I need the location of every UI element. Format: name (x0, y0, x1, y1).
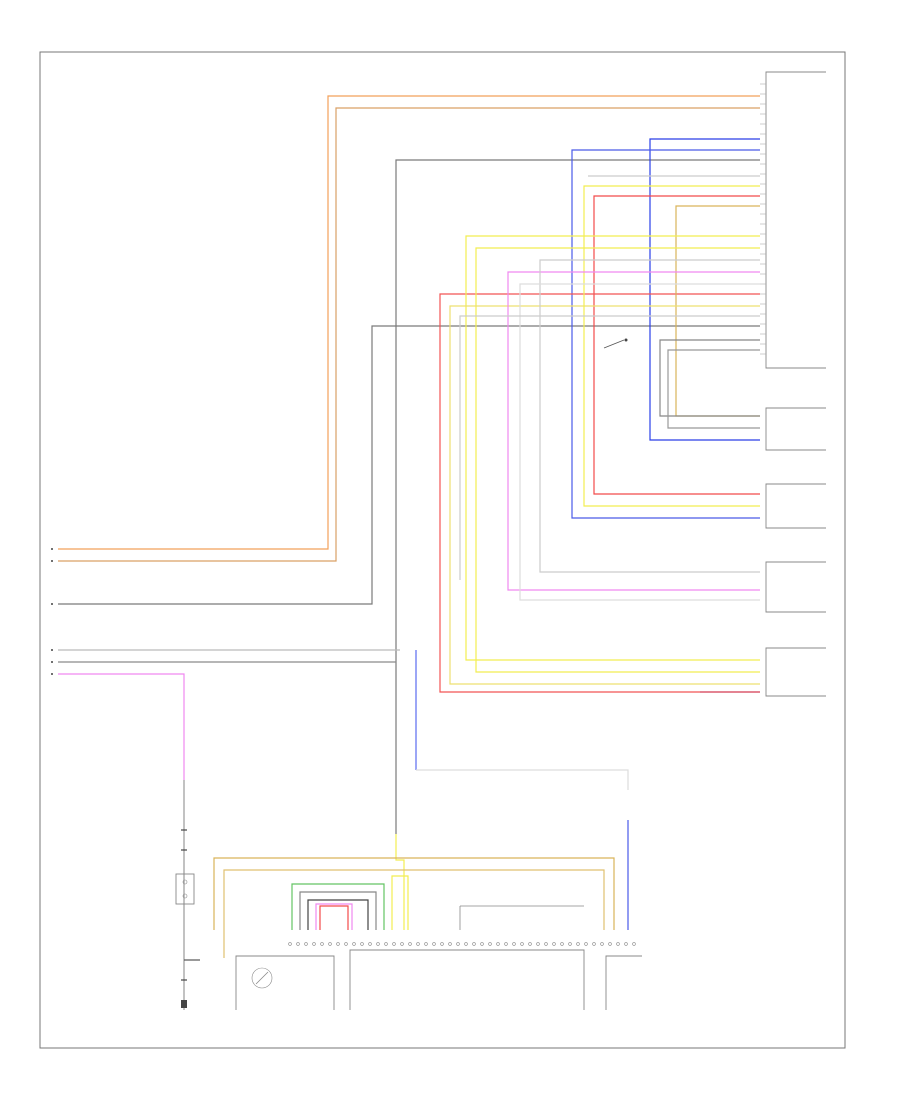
connector-pin (624, 942, 628, 946)
wire-light-1 (539, 259, 760, 573)
connector-pin (288, 942, 292, 946)
wire-gray-6 (299, 891, 377, 930)
left-rear-window-motor-connector (765, 561, 826, 613)
right-front-mirror-module (605, 955, 642, 1010)
connector-pin (456, 942, 460, 946)
wire-yellow-2 (475, 247, 760, 673)
connector-pin (488, 942, 492, 946)
connector-pin (472, 942, 476, 946)
wire-red-3 (319, 905, 349, 930)
wire-light-2 (519, 283, 760, 601)
connector-pin (440, 942, 444, 946)
connector-pin (536, 942, 540, 946)
connector-pin (592, 942, 596, 946)
wire-break-marks (181, 829, 187, 1008)
bottom-connector-pins (288, 942, 636, 946)
connector-pin (504, 942, 508, 946)
wire-yellow-1 (465, 235, 760, 661)
wire-gray-5 (667, 349, 760, 429)
wire-light-3 (459, 315, 760, 580)
connector-pin (312, 942, 316, 946)
wire-brown-1 (58, 107, 760, 562)
connector-pin (360, 942, 364, 946)
connector-pin (584, 942, 588, 946)
ccm-pin-ticks (760, 83, 766, 355)
wire-pink-3 (315, 903, 353, 930)
connector-pin (344, 942, 348, 946)
wire-red-1 (593, 195, 760, 495)
connector-pin (552, 942, 556, 946)
connector-pin (512, 942, 516, 946)
connector-pin (464, 942, 468, 946)
connector-pin (560, 942, 564, 946)
wire-green-1 (291, 883, 385, 930)
right-rear-window-motor-connector (765, 647, 826, 697)
wire-tan-1 (675, 205, 760, 417)
connector-pin (296, 942, 300, 946)
wire-pink-2 (58, 673, 185, 780)
wire-yellow-5 (395, 834, 405, 930)
connector-pin (384, 942, 388, 946)
wire-pink-1 (507, 271, 760, 591)
connector-pin (632, 942, 636, 946)
wire-harness (58, 95, 760, 1010)
wire-tan-2 (213, 857, 615, 930)
connector-pin (424, 942, 428, 946)
wire-black-1 (307, 899, 369, 930)
left-front-door-connector (765, 407, 826, 451)
left-rear-door-connector (765, 483, 826, 529)
central-control-module (765, 71, 826, 369)
connector-pin (352, 942, 356, 946)
connector-pin (416, 942, 420, 946)
connector-pin (496, 942, 500, 946)
wire-light-6 (416, 769, 629, 790)
sheet-frame (39, 51, 846, 1049)
wire-yellow-6 (391, 875, 409, 930)
connector-pin (328, 942, 332, 946)
connector-pin (616, 942, 620, 946)
connector-pin (600, 942, 604, 946)
connector-pin (392, 942, 396, 946)
wire-blue-2 (571, 149, 760, 519)
wire-yellow-4 (583, 185, 760, 507)
connector-pin (520, 942, 524, 946)
connector-pin (432, 942, 436, 946)
right-front-door-switch (175, 873, 195, 905)
connector-pin (608, 942, 612, 946)
wire-gray-1 (395, 159, 760, 834)
wire-gray-2 (58, 325, 760, 605)
wire-red-2 (439, 293, 760, 693)
connector-pin (568, 942, 572, 946)
wire-gray-4 (659, 339, 760, 417)
connector-pin (544, 942, 548, 946)
right-front-door-control-module (349, 905, 585, 1010)
wire-yellow-3 (449, 305, 760, 685)
connector-pin (480, 942, 484, 946)
connector-pin (336, 942, 340, 946)
right-front-door-motor (235, 955, 335, 1010)
connector-pin (304, 942, 308, 946)
connector-pin (408, 942, 412, 946)
connector-pin (448, 942, 452, 946)
wire-tan-3 (223, 869, 605, 958)
connector-pin (576, 942, 580, 946)
connector-pin (320, 942, 324, 946)
connector-pin (528, 942, 532, 946)
wire-orange-1 (58, 95, 760, 550)
connector-pin (400, 942, 404, 946)
left-connector-terminals (51, 548, 53, 675)
connector-pin (376, 942, 380, 946)
wire-blue-1 (649, 138, 760, 441)
ground-switch (603, 338, 628, 349)
connector-pin (368, 942, 372, 946)
